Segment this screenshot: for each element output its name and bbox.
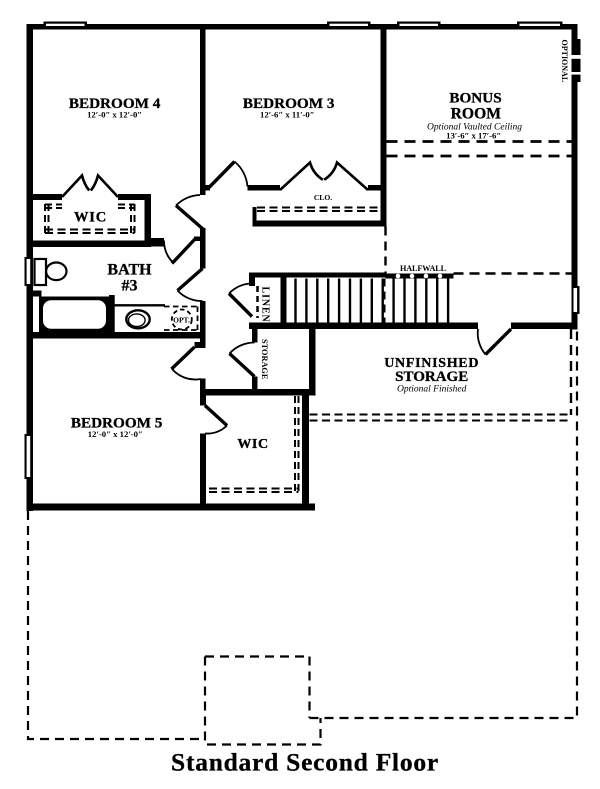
svg-text:#3: #3: [122, 278, 138, 295]
svg-text:BEDROOM 4: BEDROOM 4: [69, 95, 161, 112]
svg-text:LINEN: LINEN: [260, 287, 271, 323]
svg-text:BEDROOM 5: BEDROOM 5: [71, 415, 163, 432]
svg-text:CLO.: CLO.: [314, 193, 332, 202]
svg-text:STORAGE: STORAGE: [260, 339, 269, 380]
svg-text:12′-6″ x 11′-0″: 12′-6″ x 11′-0″: [260, 110, 315, 120]
svg-text:Optional Finished: Optional Finished: [397, 385, 467, 395]
svg-text:STORAGE: STORAGE: [395, 369, 468, 385]
svg-text:12′-0″ x 12′-0″: 12′-0″ x 12′-0″: [87, 109, 142, 119]
svg-text:WIC: WIC: [74, 210, 107, 226]
svg-text:Optional Vaulted Ceiling: Optional Vaulted Ceiling: [427, 123, 522, 133]
svg-text:BONUS: BONUS: [449, 90, 501, 107]
svg-text:13′-6″ x 17′-6″: 13′-6″ x 17′-6″: [446, 130, 501, 140]
svg-text:UNFINISHED: UNFINISHED: [384, 356, 479, 371]
svg-text:BATH: BATH: [107, 262, 152, 279]
svg-text:WIC: WIC: [237, 437, 268, 452]
svg-text:OPT.: OPT.: [173, 315, 190, 324]
svg-text:12′-0″ x 12′-0″: 12′-0″ x 12′-0″: [88, 429, 143, 439]
svg-text:BEDROOM 3: BEDROOM 3: [243, 95, 335, 112]
svg-text:Standard Second Floor: Standard Second Floor: [171, 748, 439, 777]
svg-text:ROOM: ROOM: [451, 106, 502, 123]
svg-text:HALFWALL: HALFWALL: [400, 264, 447, 273]
svg-text:OPTIONAL: OPTIONAL: [560, 40, 569, 83]
